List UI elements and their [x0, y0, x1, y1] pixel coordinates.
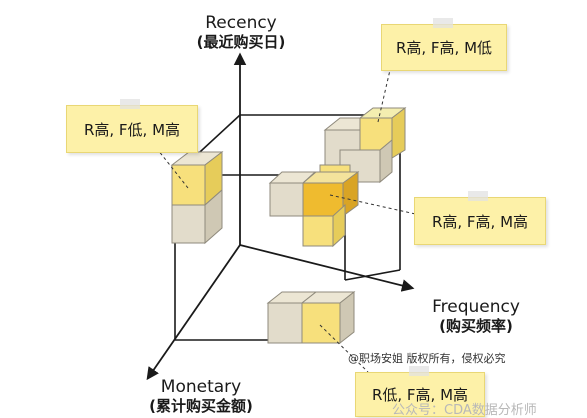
monetary-title-en: Monetary [160, 377, 242, 397]
note-left-text: R高, F低, M高 [83, 120, 181, 139]
recency-title-en: Recency [205, 13, 277, 33]
copyright-text: @职场安姐 版权所有，侵权必究 [348, 352, 506, 365]
monetary-axis-title: Monetary (累计购买金额) [126, 377, 276, 415]
tape-right [468, 191, 488, 201]
leader-top-right [377, 69, 391, 123]
tape-bottom [409, 366, 429, 376]
watermark-text: 公众号：CDA数据分析师 [392, 403, 537, 418]
leader-lines [157, 69, 421, 373]
frequency-title-en: Frequency [432, 297, 520, 317]
leader-bottom [319, 324, 369, 373]
frequency-title-zh: (购买频率) [439, 316, 513, 335]
recency-axis-title: Recency (最近购买日) [178, 13, 304, 51]
note-right-text: R高, F高, M高 [431, 212, 529, 231]
cube-cluster-bottom [266, 290, 356, 345]
cube-cluster-center [268, 171, 360, 248]
tape-top-right [433, 18, 453, 28]
monetary-axis [146, 244, 241, 381]
note-top-right: R高, F高, M低 [381, 24, 507, 71]
frequency-axis-title: Frequency (购买频率) [416, 297, 536, 335]
note-top-right-text: R高, F高, M低 [395, 39, 493, 57]
tape-left [120, 99, 140, 109]
leader-left [157, 149, 189, 189]
note-bottom-text: R低, F高, M高 [371, 386, 469, 404]
frequency-axis [239, 244, 415, 292]
note-right: R高, F高, M高 [414, 197, 546, 245]
note-bottom: R低, F高, M高 [355, 372, 485, 417]
note-left: R高, F低, M高 [66, 105, 198, 153]
recency-title-zh: (最近购买日) [196, 32, 286, 51]
cube-cluster-left [170, 150, 224, 245]
axis-lines [146, 52, 415, 381]
monetary-title-zh: (累计购买金额) [149, 396, 253, 415]
